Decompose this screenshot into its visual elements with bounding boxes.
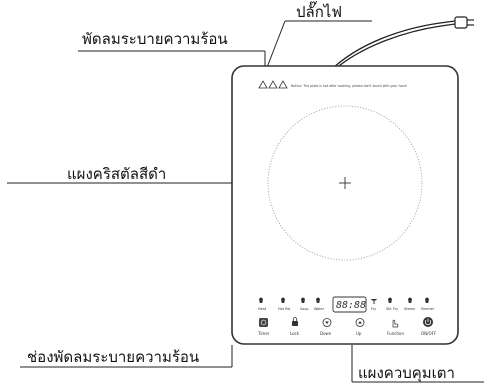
mode-label: Stir Fry: [386, 307, 398, 311]
warning-icons: [258, 80, 288, 89]
fan-bottom-label: ช่องพัดลมระบายความร้อน: [27, 348, 200, 366]
lock-label: Lock: [290, 331, 300, 336]
mode-stirfry[interactable]: Stir Fry: [386, 297, 398, 312]
up-button[interactable]: Up: [355, 318, 365, 337]
power-button[interactable]: ON/OFF: [421, 317, 437, 336]
function-button[interactable]: Function: [387, 319, 404, 336]
mode-label: Water: [314, 307, 325, 311]
mode-heat[interactable]: Heat: [258, 297, 267, 312]
plug-label: ปลั๊กไฟ: [296, 3, 342, 21]
fan-top-label: พัดลมระบายความร้อน: [82, 30, 228, 48]
power-cord-inner: [333, 23, 456, 71]
timer-button[interactable]: Timer: [257, 318, 270, 336]
control-panel-label: แผงควบคุมเตา: [358, 364, 455, 382]
power-cord: [330, 20, 456, 71]
mode-label: Hot Pot: [278, 307, 291, 311]
timer-label: Timer: [257, 331, 270, 336]
mode-soup[interactable]: Soup: [300, 297, 309, 312]
mode-label: Steam: [404, 307, 416, 311]
mode-fry[interactable]: Fry: [371, 299, 377, 311]
plug-icon: [454, 16, 474, 29]
mode-label: Heat: [258, 307, 267, 311]
mode-steam[interactable]: Steam: [404, 297, 416, 312]
mode-hotpot[interactable]: Hot Pot: [278, 297, 291, 312]
down-label: Down: [320, 331, 332, 336]
warning-icon: [268, 80, 278, 89]
lock-button[interactable]: Lock: [290, 317, 300, 337]
up-label: Up: [356, 331, 362, 336]
warning-icon: [258, 80, 268, 89]
control-buttons: Timer Lock Down Up Function ON/OFF: [257, 317, 437, 336]
mode-icons-right: Fry Stir Fry Steam Simmer: [371, 297, 435, 312]
power-label: ON/OFF: [421, 331, 437, 336]
digital-display: 88:88: [332, 296, 367, 313]
mode-label: Soup: [300, 307, 309, 311]
mode-water[interactable]: Water: [314, 297, 325, 312]
heating-zone-circle: [267, 105, 423, 261]
warning-icon: [278, 80, 288, 89]
warning-text: Notice: The plate is hot after cooking, …: [291, 84, 407, 88]
cooker-body: [231, 65, 459, 345]
mode-label: Fry: [371, 307, 376, 311]
mode-label: Simmer: [421, 307, 435, 311]
center-cross-icon: [339, 177, 351, 189]
display-value: 88:88: [336, 300, 366, 311]
mode-icons-left: Heat Hot Pot Soup Water: [258, 297, 325, 312]
function-label: Function: [387, 331, 404, 336]
plug-leader: [265, 20, 286, 71]
mode-simmer[interactable]: Simmer: [421, 297, 435, 312]
glass-panel-label: แผงคริสตัลสีดำ: [67, 165, 167, 183]
down-button[interactable]: Down: [320, 318, 332, 337]
